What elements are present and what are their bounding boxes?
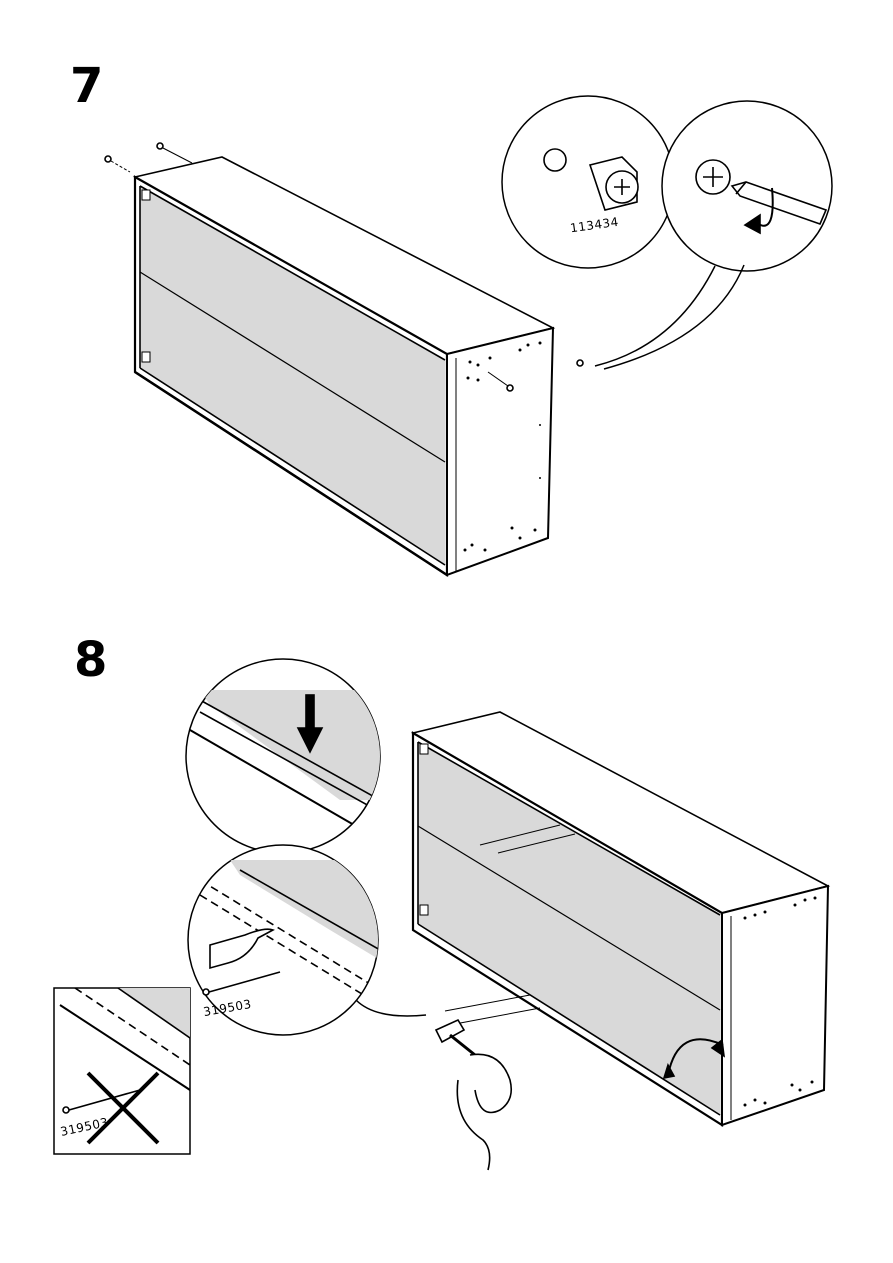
pointing-hand-icon bbox=[457, 1054, 511, 1170]
screwdriver-detail bbox=[662, 101, 832, 271]
cam-lock-icon bbox=[696, 160, 730, 194]
cabinet-step8 bbox=[54, 659, 828, 1170]
cabinet-step7 bbox=[105, 96, 832, 575]
cam-lock-detail bbox=[502, 96, 674, 268]
panel-groove-detail bbox=[186, 659, 380, 853]
